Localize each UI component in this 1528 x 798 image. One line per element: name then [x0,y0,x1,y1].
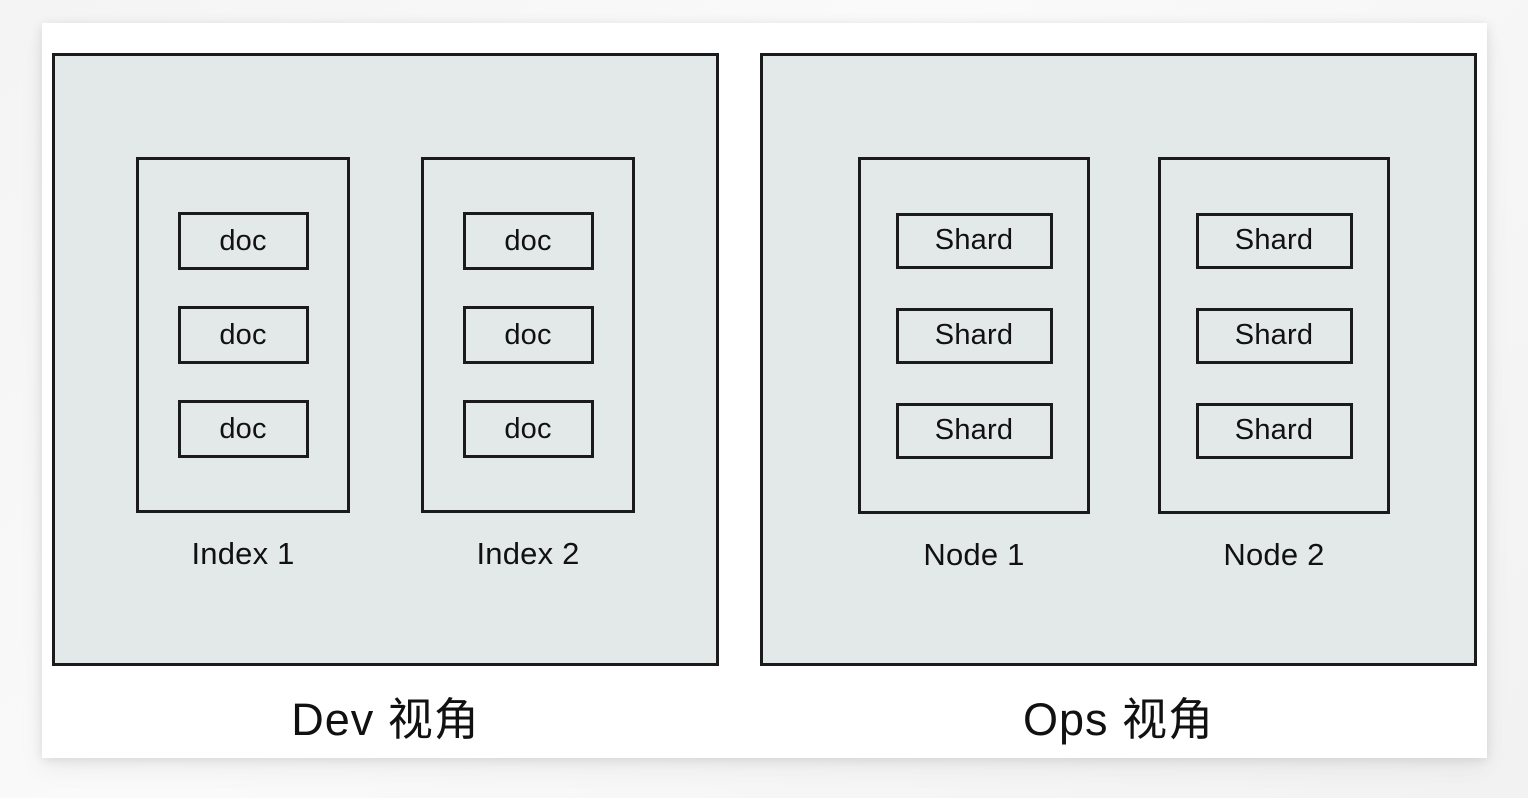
caption-ops: Ops 视角 [1022,694,1215,745]
group-index-1-label: Index 1 [191,536,295,571]
group-node-1[interactable]: Shard Shard Shard Node 1 [858,157,1090,572]
item-shard[interactable]: Shard [895,212,1053,269]
group-node-1-box: Shard Shard Shard [858,157,1090,514]
group-index-1-box: doc doc doc [136,157,350,513]
item-shard[interactable]: Shard [1195,212,1353,269]
caption-dev: Dev 视角 [291,694,480,745]
panel-dev-box: doc doc doc Index 1 doc doc doc Index 2 [52,53,719,666]
panel-dev-columns: doc doc doc Index 1 doc doc doc Index 2 [55,56,716,663]
item-shard[interactable]: Shard [895,402,1053,459]
panel-ops: Shard Shard Shard Node 1 Shard Shard Sha… [760,53,1477,758]
group-node-2-label: Node 2 [1223,537,1325,572]
item-doc[interactable]: doc [177,306,309,364]
group-node-2[interactable]: Shard Shard Shard Node 2 [1158,157,1390,572]
item-doc[interactable]: doc [462,212,594,270]
group-node-1-label: Node 1 [923,537,1025,572]
group-index-1[interactable]: doc doc doc Index 1 [136,157,350,571]
item-doc[interactable]: doc [462,400,594,458]
item-shard[interactable]: Shard [1195,402,1353,459]
group-index-2-box: doc doc doc [421,157,635,513]
group-node-2-box: Shard Shard Shard [1158,157,1390,514]
panel-ops-columns: Shard Shard Shard Node 1 Shard Shard Sha… [763,56,1474,663]
item-doc[interactable]: doc [177,400,309,458]
item-shard[interactable]: Shard [1195,307,1353,364]
item-shard[interactable]: Shard [895,307,1053,364]
item-doc[interactable]: doc [462,306,594,364]
group-index-2-label: Index 2 [476,536,580,571]
group-index-2[interactable]: doc doc doc Index 2 [421,157,635,571]
item-doc[interactable]: doc [177,212,309,270]
panel-ops-box: Shard Shard Shard Node 1 Shard Shard Sha… [760,53,1477,666]
diagram-card: doc doc doc Index 1 doc doc doc Index 2 [42,23,1487,758]
panel-dev: doc doc doc Index 1 doc doc doc Index 2 [52,53,719,758]
